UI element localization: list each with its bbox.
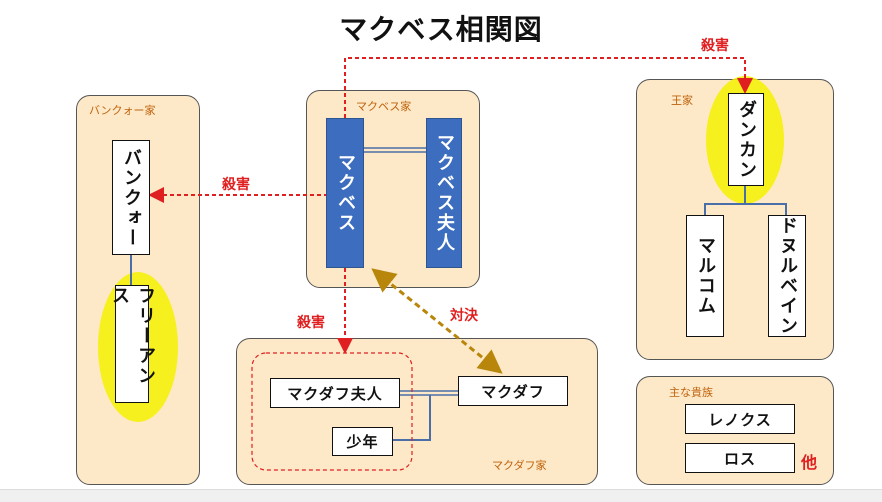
person-macbeth: マクベス bbox=[326, 118, 364, 268]
family-macbeth-label: マクベス家 bbox=[356, 100, 412, 113]
person-boy: 少年 bbox=[332, 427, 393, 456]
parent-line-duncan bbox=[704, 186, 746, 215]
family-nobles-label: 主な貴族 bbox=[669, 386, 713, 399]
person-macduff: マクダフ bbox=[458, 376, 568, 406]
family-macduff bbox=[236, 338, 598, 485]
family-banquo-label: バンクォー家 bbox=[89, 104, 156, 117]
kill-arrow-duncan bbox=[344, 57, 753, 118]
person-lady-macduff: マクダフ夫人 bbox=[270, 378, 400, 408]
person-fleance: フリーアンス bbox=[109, 285, 156, 403]
noble-lennox: レノクス bbox=[685, 404, 795, 434]
duel-arrow bbox=[371, 268, 503, 374]
relation-duel: 対決 bbox=[450, 308, 478, 324]
relation-kill-duncan: 殺害 bbox=[701, 38, 729, 54]
person-lady-macbeth: マクベス夫人 bbox=[426, 118, 462, 268]
person-donalbain: ドヌルベイン bbox=[768, 215, 806, 337]
person-banquo: バンクォー bbox=[112, 140, 150, 255]
diagram-title: マクベス相関図 bbox=[339, 13, 543, 46]
person-malcolm: マルコム bbox=[686, 215, 724, 337]
bottom-strip bbox=[0, 489, 882, 502]
macduff-wife-child-group bbox=[251, 352, 413, 471]
noble-ross: ロス bbox=[685, 443, 795, 473]
relation-kill-macduff-family: 殺害 bbox=[297, 315, 325, 331]
relation-kill-banquo: 殺害 bbox=[222, 177, 250, 193]
person-duncan: ダンカン bbox=[728, 93, 764, 186]
family-macduff-label: マクダフ家 bbox=[492, 459, 547, 472]
nobles-others-label: 他 bbox=[801, 453, 818, 472]
family-royal-label: 王家 bbox=[671, 94, 693, 107]
parent-line-boy bbox=[393, 395, 431, 441]
